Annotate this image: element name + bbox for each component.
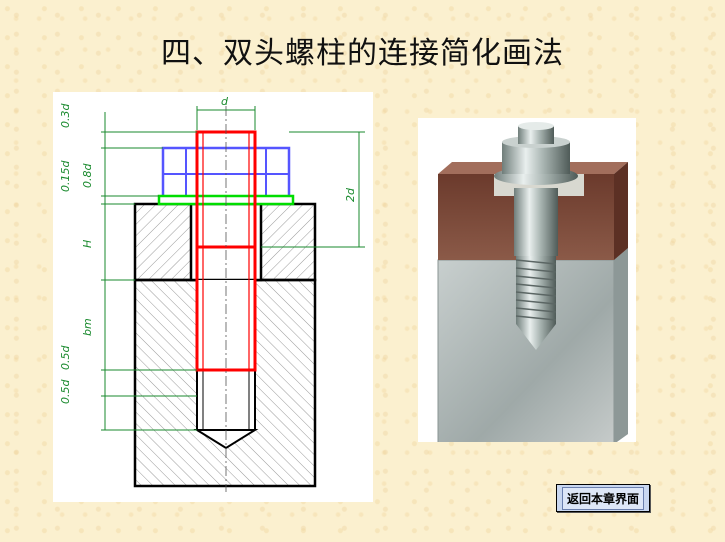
dim-label-H: H [81,240,94,248]
page-title: 四、双头螺柱的连接简化画法 [161,36,564,71]
dim-label-0-15d: 0.15d [59,160,72,192]
stud-bolt-3d-render [418,118,636,442]
dim-label-d: d [221,95,229,108]
back-to-chapter-label: 返回本章界面 [561,486,644,510]
dim-label-0-5d-b: 0.5d [59,379,72,404]
render-stud [514,188,558,256]
dim-label-0-8d: 0.8d [81,163,94,188]
back-to-chapter-button[interactable]: 返回本章界面 [556,484,650,512]
dim-label-2d: 2d [344,187,357,202]
dimension-lines [101,106,365,431]
dim-label-bm: bm [81,318,94,336]
dim-label-0-3d: 0.3d [59,103,72,128]
stud-bolt-drawing: d 2d 0.3d 0.15d 0.8d H bm 0.5d 0.5d [53,92,373,502]
dim-label-0-5d-a: 0.5d [59,345,72,370]
